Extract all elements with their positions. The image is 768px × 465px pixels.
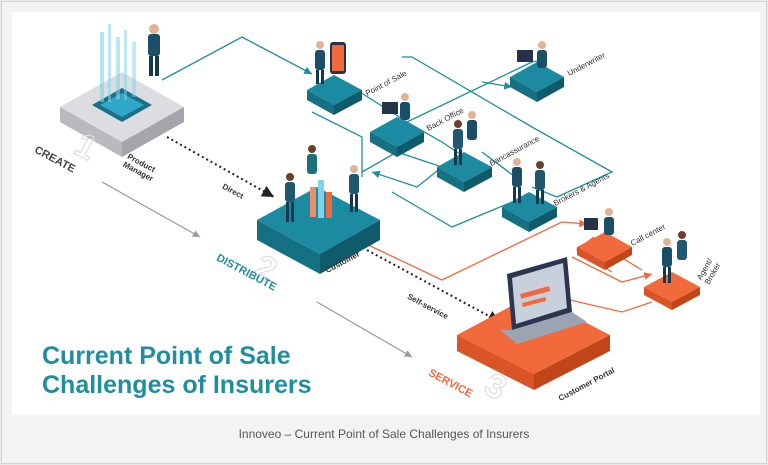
diagram-canvas: 1 2 3 CREATE DISTRIBUTE SERVICE Product … (12, 12, 760, 415)
bancassurance-platform (437, 111, 492, 192)
svg-text:3: 3 (478, 366, 513, 408)
call-center-platform (577, 208, 632, 270)
figure-caption: Innoveo – Current Point of Sale Challeng… (238, 427, 530, 441)
product-manager-figure (148, 24, 160, 76)
brokers-agents-platform (502, 158, 557, 232)
diagram-title: Current Point of Sale Challenges of Insu… (42, 342, 312, 400)
create-platform (60, 24, 184, 157)
underwriter-platform (510, 41, 564, 102)
distribute-platform (257, 145, 380, 274)
agent-broker-platform (644, 231, 700, 310)
dotted-arrows (166, 136, 501, 323)
customer-portal-platform (457, 257, 610, 390)
diagram-title-line-1: Current Point of Sale (42, 342, 291, 370)
diagram-graphic: 1 2 3 (60, 24, 700, 409)
back-office-platform (370, 93, 424, 157)
stage-arrows (101, 181, 413, 358)
svg-text:1: 1 (68, 126, 103, 168)
point-of-sale-platform (307, 41, 362, 115)
diagram-title-line-2: Challenges of Insurers (42, 371, 312, 399)
